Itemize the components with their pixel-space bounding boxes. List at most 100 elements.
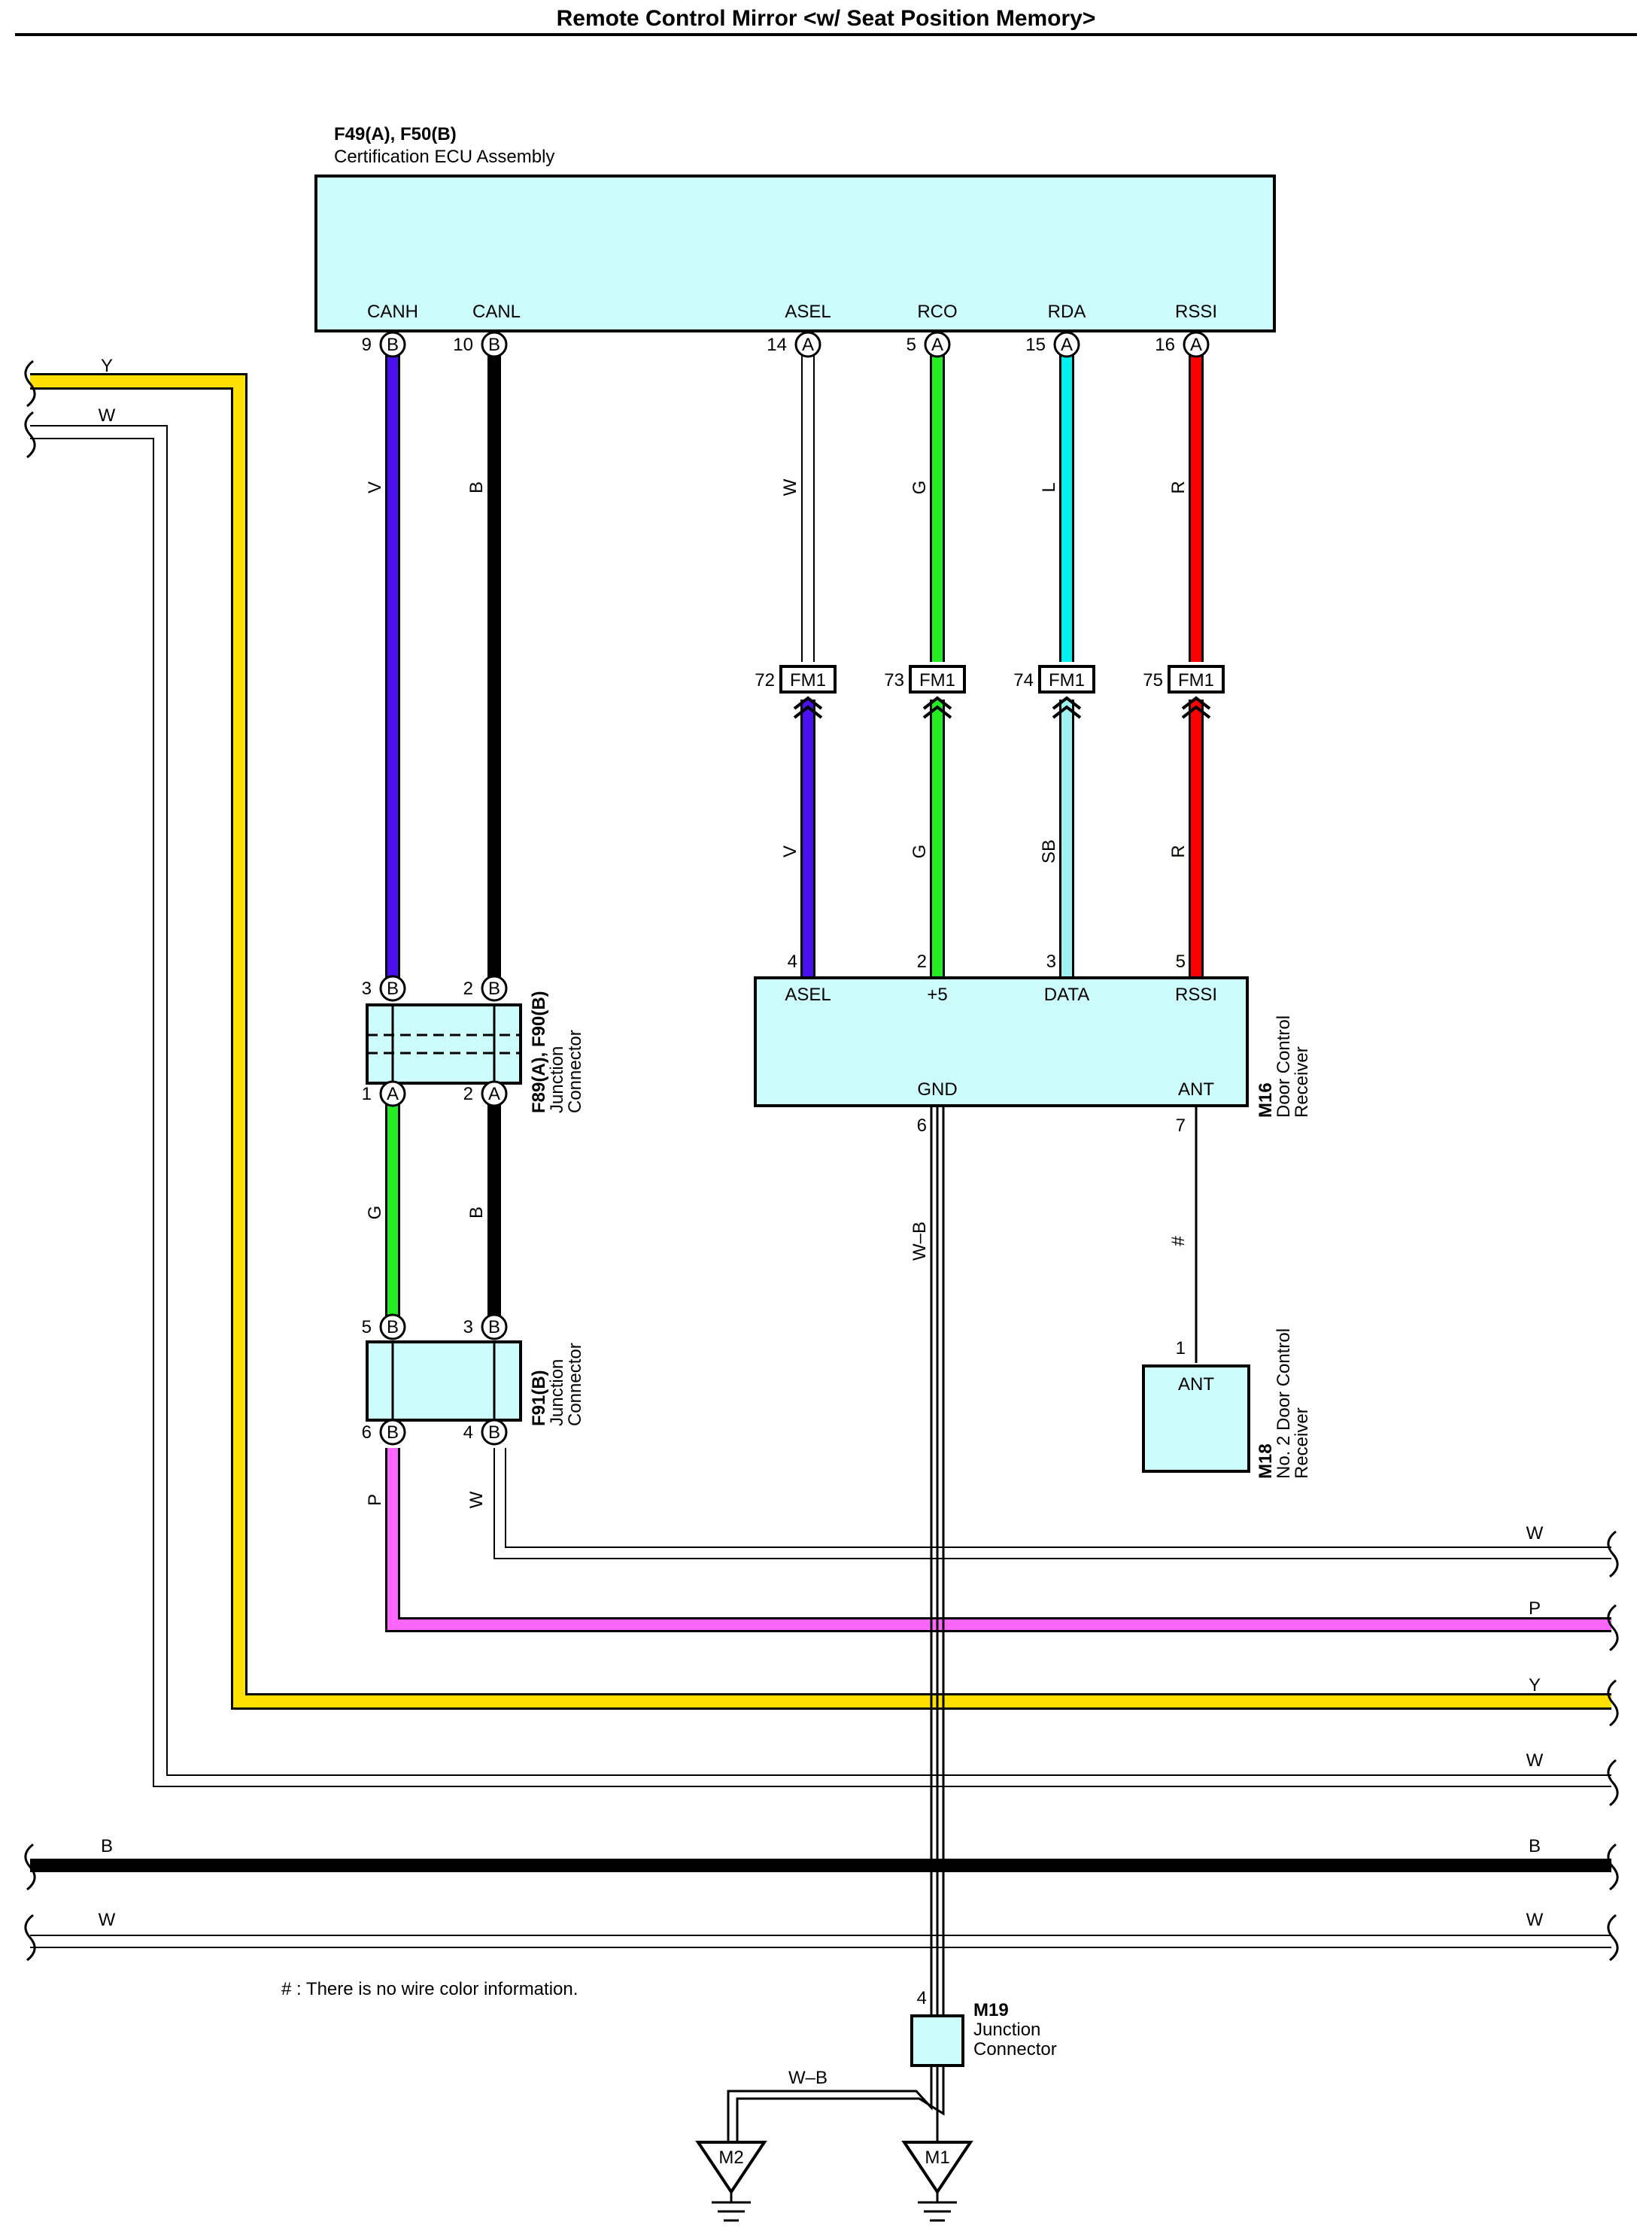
- f91-pin-bottom-left: 6 B: [362, 1419, 406, 1446]
- ecu-pin-num-rda: 15: [1025, 335, 1046, 355]
- break-symbols-right: [1607, 1530, 1619, 1962]
- wire-label-ground-link: W–B: [788, 2068, 828, 2088]
- ground-m1-label: M1: [925, 2147, 949, 2168]
- m16-pin-num-gnd: 6: [917, 1115, 927, 1136]
- ecu-pin-canh: 9 B: [362, 331, 406, 358]
- wire-label-asel-top: W: [780, 478, 800, 496]
- ground-m2: M2: [695, 2141, 767, 2222]
- wire-label-rco-bottom: G: [910, 845, 930, 859]
- f89-pin-conn-top-left: B: [387, 979, 399, 999]
- f91-name-line2: Connector: [565, 1343, 585, 1426]
- ecu-pin-asel: 14 A: [767, 331, 821, 358]
- junction-connector-f89-f90: [366, 1003, 522, 1085]
- m16-pin-label-gnd: GND: [917, 1079, 957, 1100]
- bus-label-left-w: W: [99, 405, 116, 426]
- ecu-pin-label-asel: ASEL: [785, 302, 831, 322]
- bus-label-w-left: W: [99, 1910, 116, 1930]
- fm1-name-74: FM1: [1049, 670, 1085, 691]
- bus-label-right-w2: W: [1526, 1750, 1544, 1771]
- fm1-connector-72: 72 FM1: [755, 665, 837, 719]
- m16-pin-label-rssi: RSSI: [1175, 985, 1217, 1005]
- fm1-connector-75: 75 FM1: [1143, 665, 1225, 719]
- m16-pin-num-data: 3: [1046, 952, 1056, 972]
- f89-pin-conn-bottom-right: A: [488, 1084, 500, 1104]
- m16-pin-num-5v: 2: [917, 952, 927, 972]
- f91-pin-conn-bottom-right: B: [488, 1422, 500, 1443]
- m18-name-line2: Receiver: [1292, 1407, 1312, 1479]
- f89-pin-conn-top-right: B: [488, 979, 500, 999]
- m16-pin-num-asel: 4: [788, 952, 797, 972]
- wire-label-gnd: W–B: [910, 1222, 930, 1261]
- wire-w-left-inner: [30, 438, 1611, 1787]
- f91-pin-top-right: 3 B: [463, 1313, 508, 1340]
- f91-pin-num-bottom-right: 4: [463, 1422, 473, 1443]
- bus-label-right-w1: W: [1526, 1523, 1544, 1543]
- f91-name-line1: Junction: [547, 1359, 567, 1426]
- wire-w-left-outer: [30, 425, 1611, 1776]
- m16-code: M16: [1256, 1082, 1276, 1118]
- wire-p: [387, 1448, 1611, 1630]
- m19-code: M19: [973, 2000, 1009, 2020]
- fm1-connector-74: 74 FM1: [1013, 665, 1095, 719]
- f89-pin-top-right: 2 B: [463, 975, 508, 1002]
- wire-label-ant: #: [1168, 1236, 1189, 1246]
- f89-pin-num-top-right: 2: [463, 979, 473, 999]
- fm1-pin-72: 72: [755, 670, 775, 691]
- ground-m2-label: M2: [718, 2147, 743, 2168]
- ecu-pin-rda: 15 A: [1025, 331, 1080, 358]
- wire-w-f91-outer: [493, 1448, 1611, 1559]
- ecu-pin-num-rco: 5: [906, 335, 916, 355]
- m19-name-line1: Junction: [973, 2020, 1040, 2040]
- wire-label-canh-top: V: [365, 481, 385, 493]
- m16-pin-label-asel: ASEL: [785, 985, 831, 1005]
- m18-pin-num: 1: [1176, 1338, 1186, 1358]
- wire-m19-m2-b: [736, 2065, 945, 2142]
- ecu-pin-rco: 5 A: [906, 331, 951, 358]
- f91-pin-num-top-right: 3: [463, 1317, 473, 1337]
- wire-label-canh-mid: G: [365, 1206, 385, 1220]
- bus-label-right-y: Y: [1529, 1675, 1541, 1695]
- m19-pin-num: 4: [917, 1988, 927, 2008]
- wire-label-rda-top: L: [1039, 482, 1059, 492]
- m16-name-line2: Receiver: [1292, 1046, 1312, 1118]
- m16-name-line1: Door Control: [1274, 1015, 1294, 1118]
- ecu-pin-conn-rssi: A: [1190, 335, 1202, 355]
- fm1-pin-74: 74: [1013, 670, 1034, 691]
- f89-pin-num-top-left: 3: [362, 979, 372, 999]
- wire-label-rssi-top: R: [1168, 481, 1189, 493]
- wire-label-canl-top: B: [466, 481, 487, 493]
- fm1-connector-73: 73 FM1: [884, 665, 966, 719]
- ecu-pin-label-canl: CANL: [472, 302, 521, 322]
- f89-name-line2: Connector: [565, 1030, 585, 1113]
- wire-label-rco-top: G: [910, 481, 930, 495]
- wire-label-rda-bottom: SB: [1039, 839, 1059, 864]
- wire-label-canl-mid: B: [466, 1207, 487, 1219]
- m16-box: [754, 976, 1249, 1107]
- bus-label-left-y: Y: [101, 356, 113, 376]
- wire-w-f91-inner: [505, 1448, 1611, 1548]
- fm1-pin-75: 75: [1143, 670, 1163, 691]
- bus-label-right-p: P: [1529, 1598, 1541, 1619]
- m19-box: [910, 2014, 964, 2067]
- f89-pin-bottom-right: 2 A: [463, 1080, 508, 1107]
- ecu-pin-canl: 10 B: [453, 331, 508, 358]
- wire-y: [30, 375, 1611, 1707]
- m18-pin-label: ANT: [1178, 1374, 1214, 1395]
- ecu-pin-conn-rco: A: [931, 335, 943, 355]
- ecu-pin-num-canl: 10: [453, 335, 473, 355]
- f89-pin-bottom-left: 1 A: [362, 1080, 406, 1107]
- ecu-pin-label-rssi: RSSI: [1175, 302, 1217, 322]
- ecu-pin-conn-rda: A: [1061, 335, 1073, 355]
- f91-pin-conn-bottom-left: B: [387, 1422, 399, 1443]
- fm1-name-72: FM1: [790, 670, 826, 691]
- f89-name-line1: Junction: [547, 1046, 567, 1113]
- f91-pin-top-left: 5 B: [362, 1313, 406, 1340]
- ecu-pin-num-rssi: 16: [1155, 335, 1175, 355]
- bus-label-w-right: W: [1526, 1910, 1544, 1930]
- m16-pin-num-rssi: 5: [1176, 952, 1186, 972]
- bus-label-b-left: B: [101, 1836, 113, 1856]
- ecu-pin-rssi: 16 A: [1155, 331, 1210, 358]
- m16-pin-label-ant: ANT: [1178, 1079, 1214, 1100]
- wire-label-asel-bottom: V: [780, 845, 800, 857]
